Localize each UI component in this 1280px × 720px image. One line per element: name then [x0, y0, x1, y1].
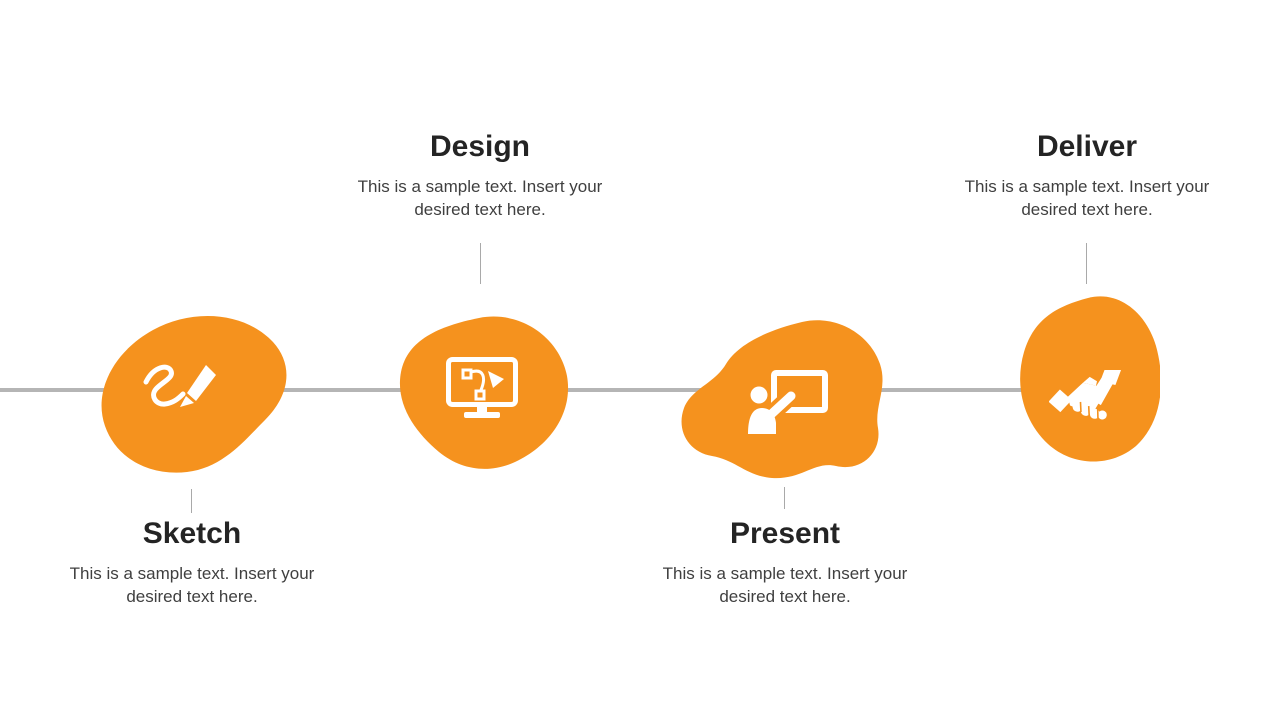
- pencil-sketch-icon: [143, 364, 216, 407]
- step-label-sketch: Sketch This is a sample text. Insert you…: [42, 517, 342, 608]
- step-label-present: Present This is a sample text. Insert yo…: [635, 517, 935, 608]
- monitor-vector-design-icon: [446, 357, 518, 418]
- step-title: Design: [429, 130, 531, 163]
- step-description: This is a sample text. Insert your desir…: [69, 564, 315, 606]
- handshake-icon: [1049, 370, 1122, 420]
- connector-line: [1086, 243, 1087, 284]
- step-title: Sketch: [142, 517, 242, 550]
- step-title: Deliver: [1036, 130, 1138, 163]
- step-label-deliver: Deliver This is a sample text. Insert yo…: [937, 130, 1237, 221]
- step-description: This is a sample text. Insert your desir…: [964, 177, 1210, 219]
- presenter-whiteboard-icon: [748, 370, 828, 434]
- connector-line: [191, 489, 192, 513]
- step-description: This is a sample text. Insert your desir…: [662, 564, 908, 606]
- step-title: Present: [729, 517, 841, 550]
- step-description: This is a sample text. Insert your desir…: [357, 177, 603, 219]
- step-label-design: Design This is a sample text. Insert you…: [330, 130, 630, 221]
- connector-line: [480, 243, 481, 284]
- connector-line: [784, 487, 785, 509]
